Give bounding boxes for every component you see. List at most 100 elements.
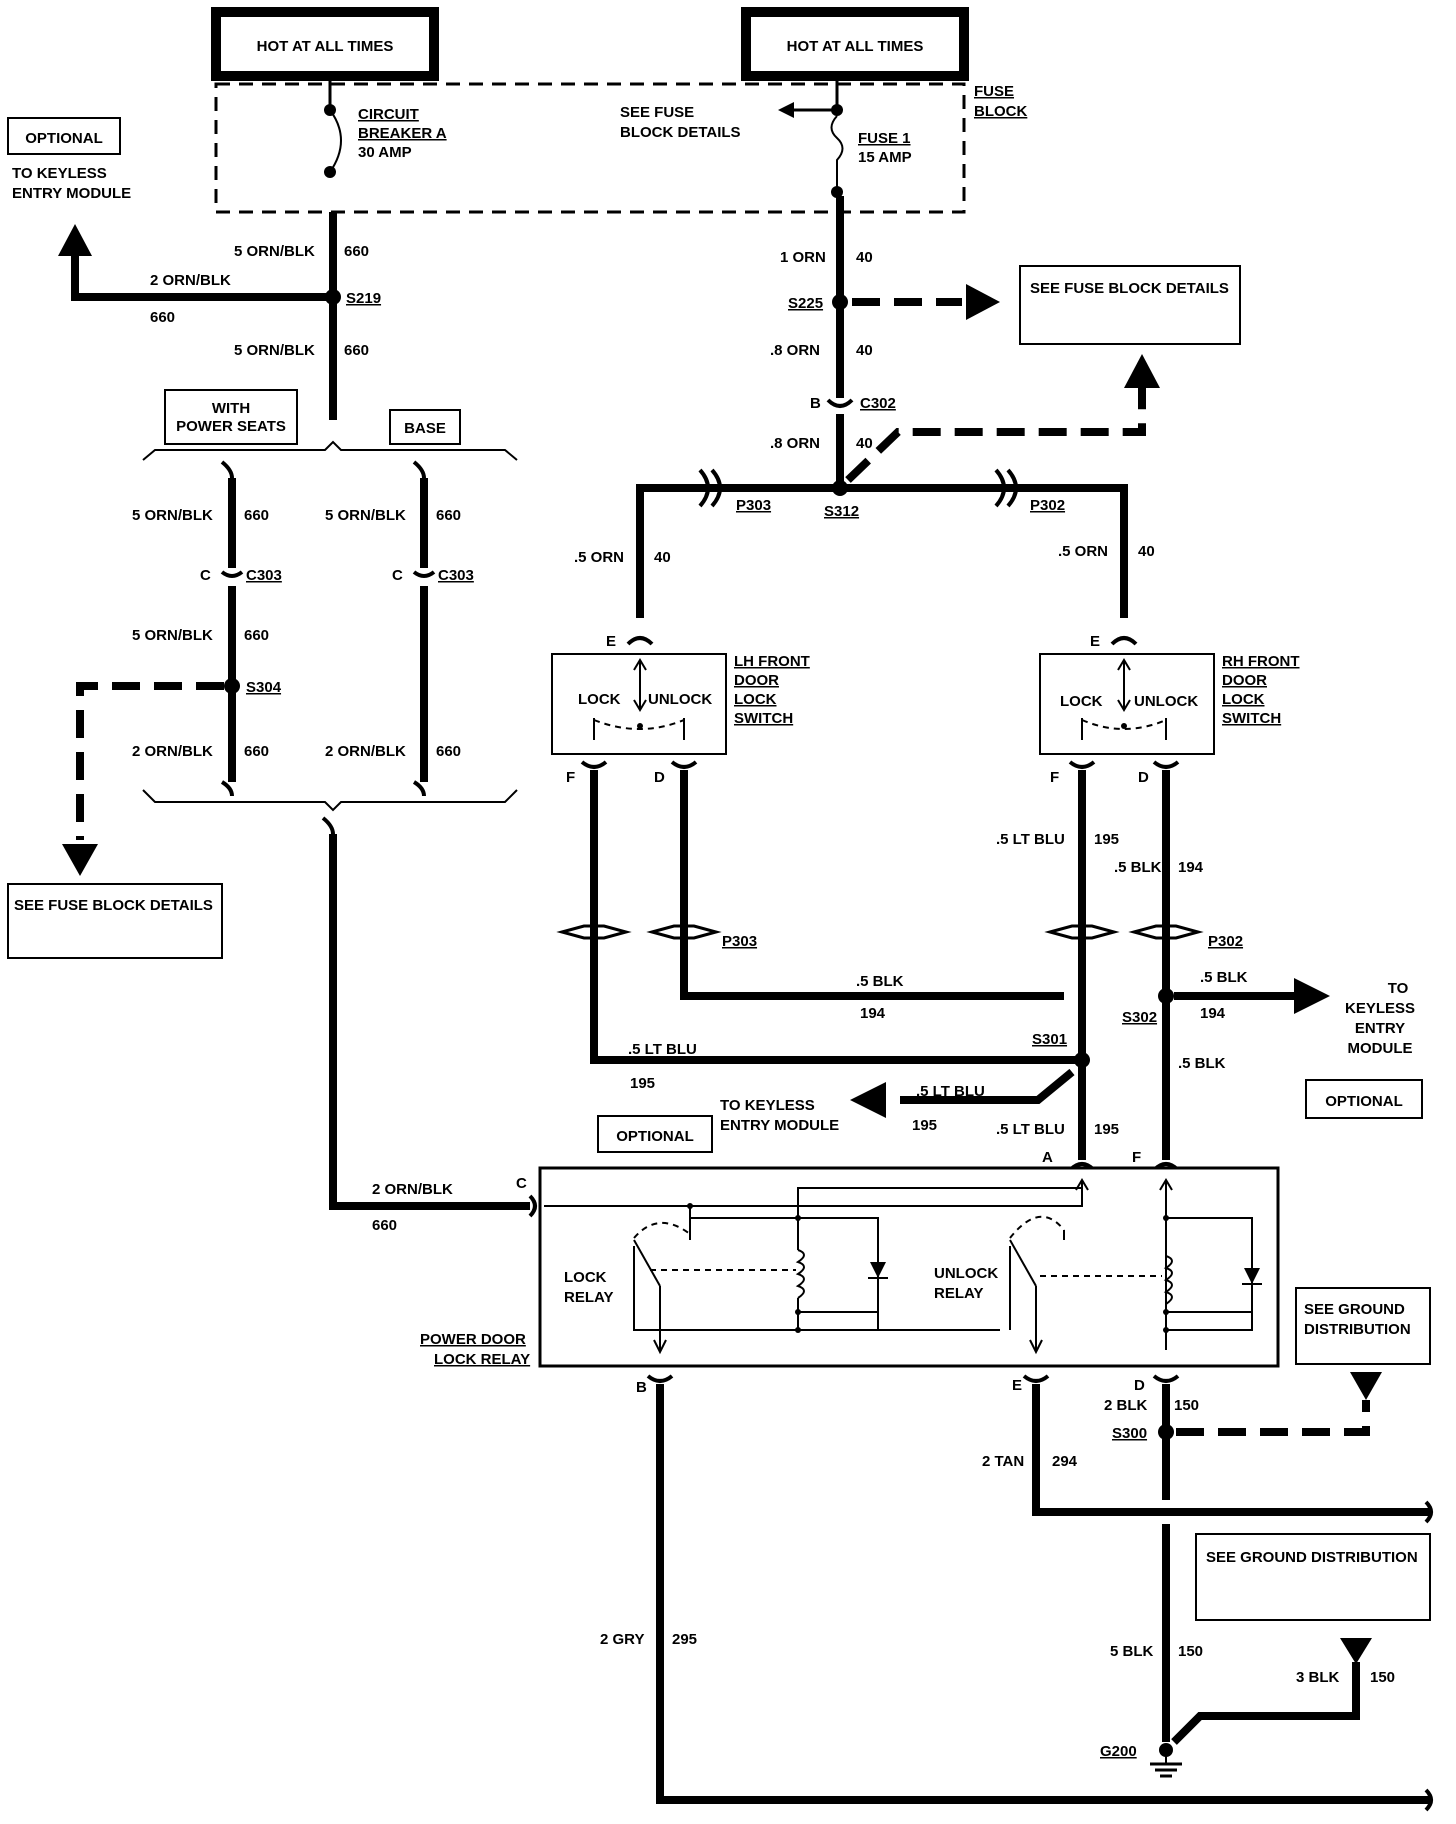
wire-150-c (1171, 1662, 1360, 1745)
lock-relay-2: RELAY (564, 1289, 613, 1306)
arrow-left-icon (778, 102, 794, 118)
ground-distribution-icon-2 (1340, 1638, 1372, 1664)
wire-195-lh (590, 770, 1078, 1064)
circuit-660-7: 660 (436, 507, 461, 524)
pin-e-rh: E (1090, 633, 1100, 650)
circuit-150-2: 150 (1178, 1643, 1203, 1660)
wire-label-5ornblk-4: 5 ORN/BLK (132, 627, 213, 644)
arrow-up-icon (58, 224, 92, 256)
circuit-660-1: 660 (344, 243, 369, 260)
wire-194-lh (680, 770, 1064, 1000)
option-bracket-top (142, 440, 518, 461)
s312-label: S312 (824, 503, 859, 520)
lh-switch-3: LOCK (734, 691, 777, 708)
circuit-294: 294 (1052, 1453, 1078, 1470)
to-keyless-left-2: ENTRY MODULE (12, 185, 131, 202)
pin-b-relay: B (636, 1379, 647, 1396)
see-fuse-box-left-label: SEE FUSE BLOCK DETAILS (14, 897, 213, 914)
to-keyless-right-4: MODULE (1348, 1040, 1413, 1057)
circuit-195-3: 195 (912, 1117, 937, 1134)
wire-to-keyless-left (71, 248, 333, 301)
connector-p303-lower-a (556, 924, 632, 940)
see-ground-box-1 (1295, 1287, 1431, 1365)
cb-terminal-bottom (324, 166, 336, 178)
g200-label: G200 (1100, 1743, 1137, 1760)
fuse-block-label-2: BLOCK (974, 103, 1027, 120)
wire-label-2ornblk-4: 2 ORN/BLK (372, 1181, 453, 1198)
wire-label-2gry: 2 GRY (600, 1631, 644, 1648)
wire-label-05orn-l: .5 ORN (574, 549, 624, 566)
to-keyless-right-1: TO (1388, 980, 1409, 997)
wire-label-08orn-1: .8 ORN (770, 342, 820, 359)
dashed-s300 (1176, 1400, 1370, 1436)
connector-p302-lower-a (1044, 924, 1120, 940)
hot-label-left: HOT AT ALL TIMES (257, 38, 394, 55)
optional-mid: OPTIONAL (616, 1128, 694, 1145)
pin-e-lh: E (606, 633, 616, 650)
s300-label: S300 (1112, 1425, 1147, 1442)
wire-label-5ltblu-3: .5 LT BLU (916, 1083, 985, 1100)
connector-p303-top (698, 468, 722, 508)
rh-lock-label: LOCK (1060, 693, 1103, 710)
circuit-breaker-icon (329, 109, 342, 173)
pin-b-c302: B (810, 395, 821, 412)
see-ground-2: SEE GROUND DISTRIBUTION (1206, 1549, 1418, 1566)
cb-label-2: BREAKER A (358, 125, 447, 142)
see-ground-1b: DISTRIBUTION (1304, 1321, 1411, 1338)
splice-s301 (1074, 1052, 1090, 1068)
power-door-lock-relay-box (538, 1166, 1280, 1368)
unlock-relay-1: UNLOCK (934, 1265, 998, 1282)
arrow-down-icon (62, 844, 98, 876)
circuit-660-3: 660 (150, 309, 175, 326)
fuse1-icon (830, 115, 844, 190)
option-bracket-bottom (142, 789, 518, 812)
pin-d-rh: D (1138, 769, 1149, 786)
circuit-194-2: 194 (1178, 859, 1204, 876)
optional-right: OPTIONAL (1325, 1093, 1403, 1110)
see-ground-1a: SEE GROUND (1304, 1301, 1405, 1318)
lh-switch-2: DOOR (734, 672, 779, 689)
wire-label-5ornblk-1: 5 ORN/BLK (234, 243, 315, 260)
lh-switch-1: LH FRONT (734, 653, 810, 670)
rh-switch-2: DOOR (1222, 672, 1267, 689)
connector-c302 (826, 398, 854, 408)
circuit-660-4: 660 (244, 507, 269, 524)
circuit-195-4: 195 (1094, 1121, 1119, 1138)
ground-distribution-icon-1 (1350, 1372, 1382, 1400)
wire-294 (1032, 1384, 1430, 1516)
circuit-660-8: 660 (436, 743, 461, 760)
with-power-seats-1: WITH (212, 400, 250, 417)
fuse1-terminal-bottom (831, 186, 843, 198)
splice-s302 (1158, 988, 1174, 1004)
circuit-660-2: 660 (344, 342, 369, 359)
to-keyless-right-2: KEYLESS (1345, 1000, 1415, 1017)
arrow-up-icon-2 (1124, 354, 1160, 388)
circuit-295: 295 (672, 1631, 697, 1648)
see-fuse-block-top-1: SEE FUSE (620, 104, 694, 121)
wire-40-bus (636, 484, 1128, 618)
circuit-40-1: 40 (856, 249, 873, 266)
circuit-194-1: 194 (860, 1005, 886, 1022)
circuit-195-1: 195 (630, 1075, 655, 1092)
wire-label-3blk: 3 BLK (1296, 1669, 1340, 1686)
pin-f-rh: F (1050, 769, 1059, 786)
hot-label-right: HOT AT ALL TIMES (787, 38, 924, 55)
to-keyless-mid-1: TO KEYLESS (720, 1097, 815, 1114)
pin-c-1: C (200, 567, 211, 584)
lh-lock-label: LOCK (578, 691, 621, 708)
to-keyless-left-1: TO KEYLESS (12, 165, 107, 182)
lock-relay-coil-icon (795, 1249, 805, 1299)
dashed-to-fuse-details (76, 682, 224, 840)
circuit-40-2: 40 (856, 342, 873, 359)
hot-box-left (211, 7, 439, 81)
wire-195-to-keyless (900, 1068, 1075, 1104)
circuit-660-9: 660 (372, 1217, 397, 1234)
see-fuse-box-right (1019, 265, 1241, 345)
wire-label-2tan: 2 TAN (982, 1453, 1024, 1470)
wire-label-1orn: 1 ORN (780, 249, 826, 266)
with-power-seats-2: POWER SEATS (176, 418, 286, 435)
wire-label-2ornblk-1: 2 ORN/BLK (150, 272, 231, 289)
wire-label-5blk-4: .5 BLK (1178, 1055, 1226, 1072)
with-power-seats-box (164, 389, 298, 445)
